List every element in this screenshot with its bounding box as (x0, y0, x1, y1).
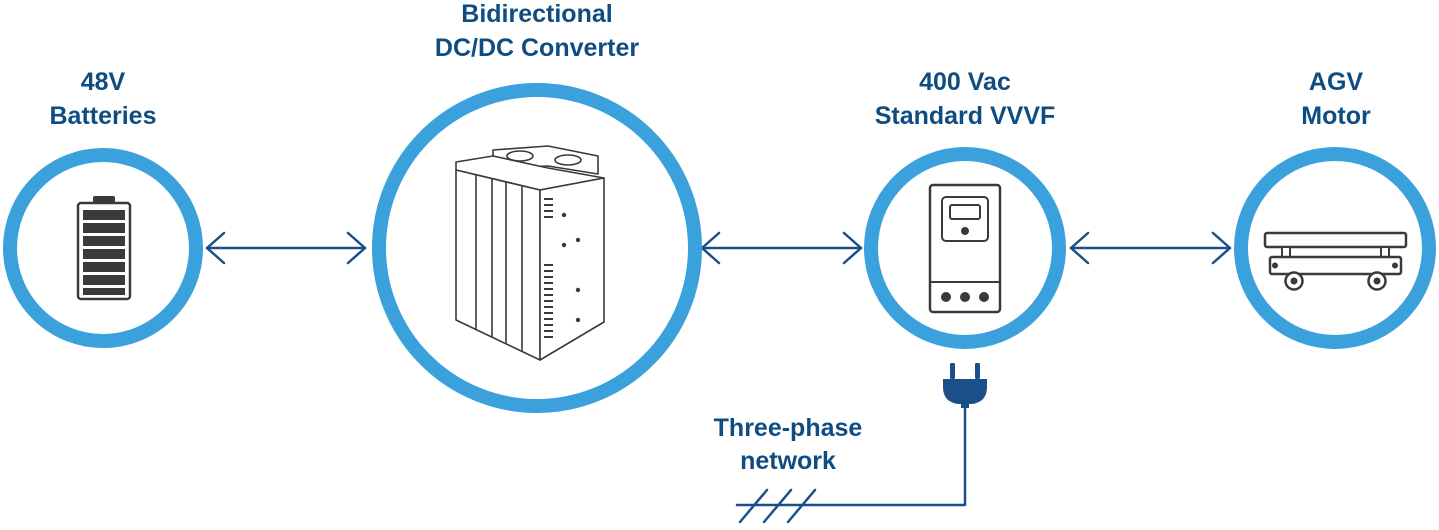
grid-label-line-1: Three-phase (714, 414, 863, 442)
node-batteries: 48V Batteries (3, 68, 203, 348)
node-label-line-2: Batteries (50, 102, 157, 130)
node-converter: Bidirectional DC/DC Converter (372, 0, 702, 413)
node-vvvf: 400 Vac Standard VVVF (864, 68, 1066, 349)
plug-icon (943, 363, 987, 408)
three-phase-symbol (738, 488, 817, 524)
edge-converter-vvvf (700, 231, 863, 265)
edge-grid-vvvf (735, 402, 967, 524)
node-label-line-1: AGV (1309, 68, 1364, 96)
grid-label: Three-phase network (714, 414, 863, 475)
node-label-line-1: Bidirectional (461, 0, 612, 28)
node-label-line-2: Motor (1301, 102, 1371, 130)
node-label-line-1: 400 Vac (919, 68, 1011, 96)
battery-icon (76, 196, 132, 301)
edge-batteries-converter (205, 231, 367, 265)
node-label-line-2: Standard VVVF (875, 102, 1056, 130)
node-label-line-2: DC/DC Converter (435, 34, 639, 62)
node-label-line-1: 48V (81, 68, 126, 96)
node-agv: AGV Motor (1234, 68, 1436, 349)
agv-cart-icon (1263, 231, 1408, 291)
edge-vvvf-agv (1069, 231, 1232, 265)
converter-icon (455, 145, 605, 361)
inverter-drive-icon (928, 183, 1002, 314)
grid-label-line-2: network (740, 447, 836, 475)
